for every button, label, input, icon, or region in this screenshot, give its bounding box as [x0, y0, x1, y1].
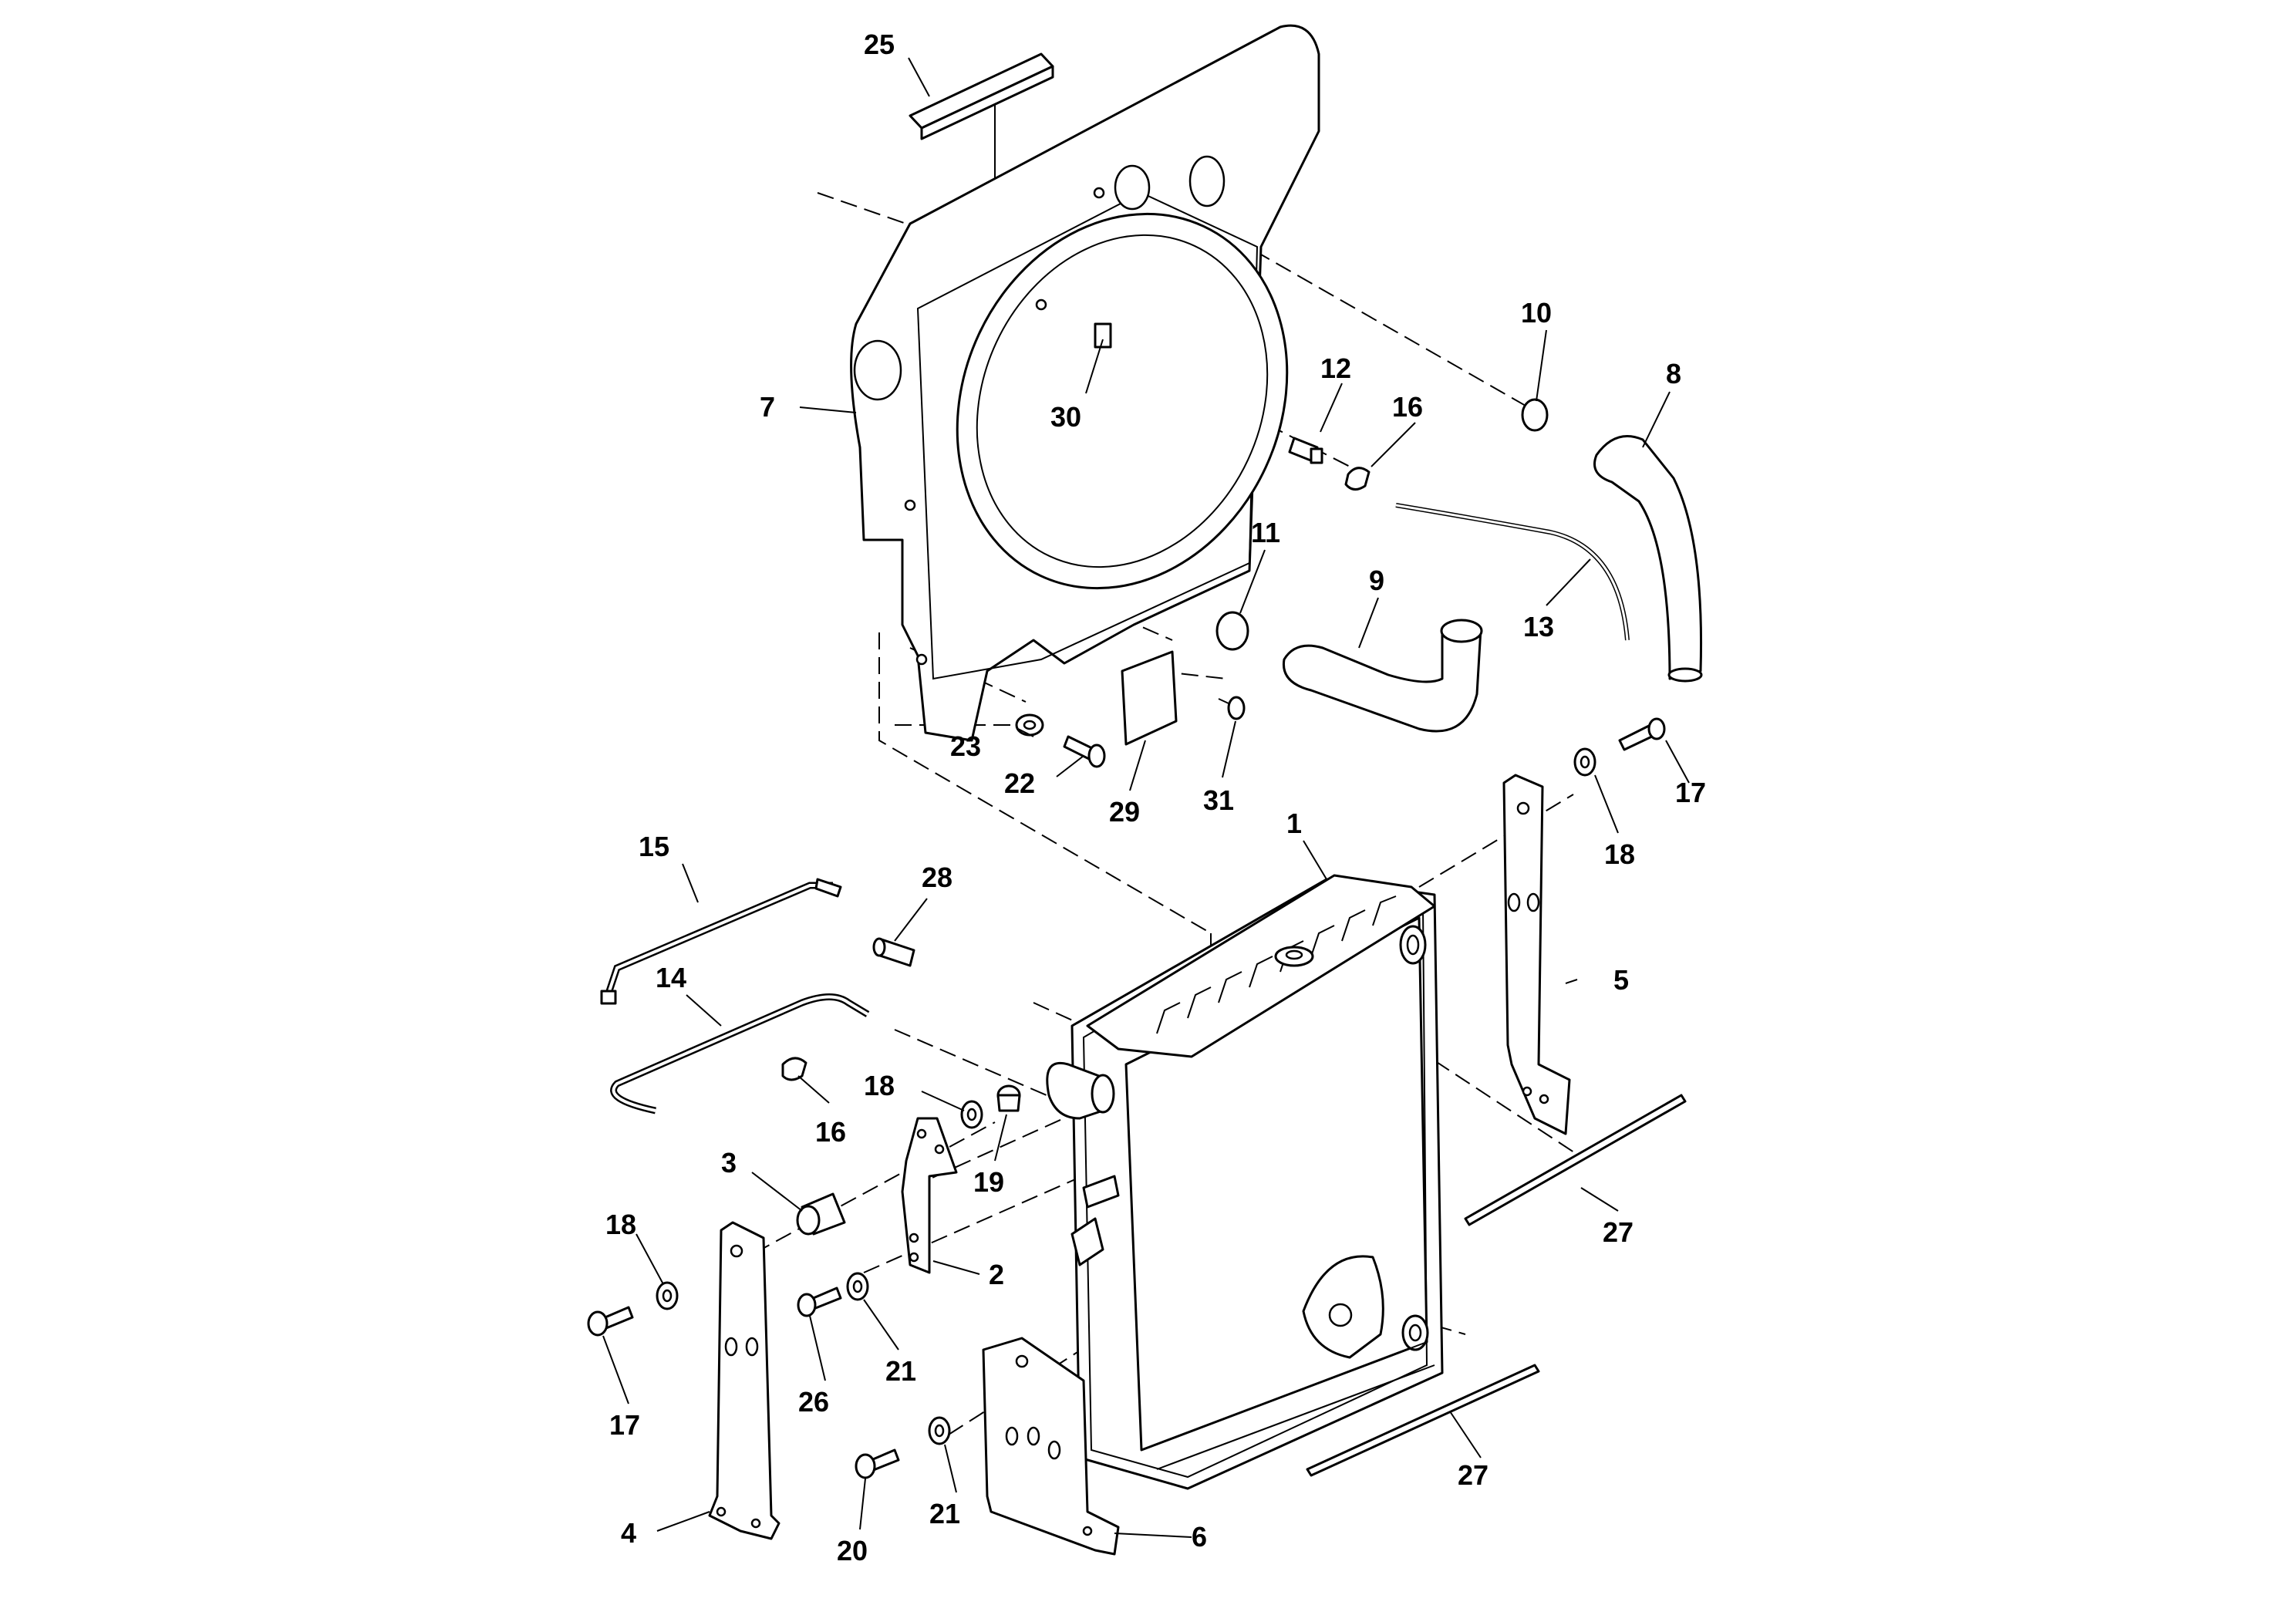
washer-part-21-lower	[928, 1416, 951, 1445]
callout-5: 5	[1613, 964, 1629, 996]
radiator-part-1	[1046, 874, 1444, 1490]
callout-4: 4	[621, 1517, 636, 1549]
hose-part-8	[1593, 435, 1703, 683]
fitting-part-12	[1288, 437, 1323, 464]
bracket-part-5	[1502, 774, 1571, 1135]
grommet-part-30	[1094, 322, 1112, 349]
bolt-part-17-top-right	[1618, 717, 1666, 751]
callout-17-left: 17	[609, 1409, 640, 1441]
callout-18-middle: 18	[864, 1070, 895, 1101]
clamp-part-11	[1215, 611, 1249, 651]
washer-part-18-left	[656, 1281, 679, 1310]
washer-part-18-top-right	[1573, 747, 1596, 777]
callout-18-left: 18	[605, 1209, 636, 1240]
callout-3: 3	[721, 1147, 737, 1179]
callout-20: 20	[837, 1535, 868, 1566]
bracket-part-2	[901, 1117, 958, 1274]
callout-8: 8	[1666, 358, 1681, 389]
callout-12: 12	[1320, 352, 1351, 384]
callout-21-lower: 21	[929, 1498, 960, 1529]
callout-31: 31	[1203, 784, 1234, 816]
bolt-part-17-left	[587, 1306, 634, 1337]
callout-17-top-right: 17	[1675, 777, 1706, 808]
callout-7: 7	[760, 391, 775, 423]
bolt-part-26	[797, 1286, 842, 1317]
callout-28: 28	[922, 862, 952, 893]
callout-labels: 25 7 30 12 16 10 8 11 9 13 23 22 29 31 1…	[605, 29, 1706, 1566]
callout-15: 15	[639, 831, 669, 862]
callout-21-upper: 21	[885, 1355, 916, 1387]
callout-22: 22	[1004, 767, 1035, 799]
rubber-strip-part-27-lower	[1306, 1364, 1540, 1477]
callout-1: 1	[1286, 808, 1302, 839]
callout-2: 2	[989, 1259, 1004, 1290]
washer-part-21-upper	[846, 1272, 869, 1301]
pipe-part-14	[610, 993, 870, 1114]
callout-13: 13	[1523, 611, 1554, 642]
bolt-part-22	[1063, 735, 1106, 768]
pipe-part-13	[1395, 503, 1630, 641]
bushing-part-3	[796, 1192, 846, 1236]
clip-part-16-upper	[1344, 467, 1371, 491]
callout-27-lower: 27	[1458, 1459, 1489, 1491]
bracket-part-6	[982, 1337, 1120, 1556]
clamp-part-10	[1521, 398, 1549, 432]
plate-part-29	[1121, 650, 1178, 746]
callout-18-top-right: 18	[1604, 838, 1635, 870]
callout-14: 14	[656, 962, 686, 993]
callout-30: 30	[1050, 401, 1081, 433]
washer-part-18-middle	[960, 1100, 983, 1129]
callout-29: 29	[1109, 796, 1140, 828]
callout-9: 9	[1369, 565, 1384, 596]
callout-25: 25	[864, 29, 895, 60]
clip-part-16-lower	[781, 1057, 807, 1081]
callout-11: 11	[1251, 517, 1280, 548]
hose-part-9	[1282, 619, 1483, 733]
screw-part-31	[1218, 696, 1246, 720]
bracket-part-4	[708, 1221, 781, 1540]
callout-10: 10	[1521, 297, 1552, 329]
connector-part-28	[872, 937, 915, 967]
callout-16-upper: 16	[1392, 391, 1423, 423]
callout-16-lower: 16	[815, 1116, 846, 1148]
callout-27-upper: 27	[1603, 1216, 1633, 1248]
callout-26: 26	[798, 1386, 829, 1418]
callout-6: 6	[1192, 1521, 1207, 1553]
leader-lines	[602, 57, 1690, 1538]
washer-part-23	[1015, 713, 1044, 737]
rubber-strip-part-27-upper	[1464, 1094, 1687, 1226]
bolt-part-20	[855, 1448, 900, 1479]
callout-19: 19	[973, 1166, 1004, 1198]
fan-shroud-part-7	[850, 24, 1320, 742]
nut-part-19	[996, 1084, 1021, 1112]
rubber-strip-part-25	[909, 52, 1054, 197]
callout-23: 23	[950, 730, 981, 762]
pipe-part-15	[600, 878, 842, 1005]
